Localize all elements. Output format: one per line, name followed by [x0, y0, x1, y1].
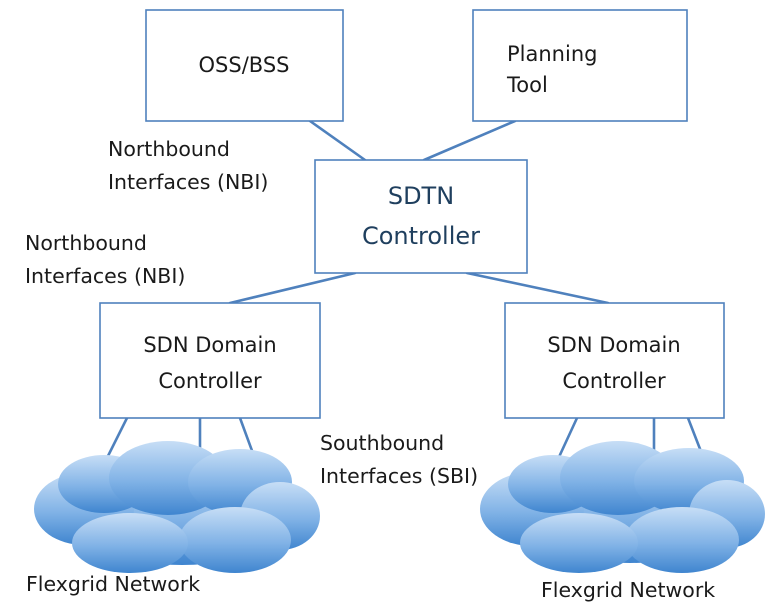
- flexgrid-network-left-cloud: [34, 441, 320, 573]
- planning-tool-box: [472, 9, 688, 122]
- edge-planning-tool-to-sdtn: [422, 119, 517, 162]
- sdn-domain-controller-left-label-line1: SDN Domain: [143, 333, 276, 357]
- sdn-domain-controller-right-label-line2: Controller: [562, 369, 666, 393]
- sdtn-controller-label-line2: Controller: [362, 222, 480, 250]
- planning-tool-label-line1: Planning: [507, 42, 597, 66]
- northbound-interfaces-upper-line1: Northbound: [108, 137, 230, 161]
- sdtn-controller-box: [314, 159, 528, 274]
- sdn-domain-controller-right-box: [504, 302, 725, 419]
- oss-bss-box: [145, 9, 344, 122]
- flexgrid-network-left-label: Flexgrid Network: [26, 572, 200, 596]
- flexgrid-network-right-label: Flexgrid Network: [541, 578, 715, 602]
- oss-bss-label: OSS/BSS: [199, 53, 290, 77]
- sdn-domain-controller-left-box: [99, 302, 321, 419]
- northbound-interfaces-lower-line1: Northbound: [25, 231, 147, 255]
- edge-sdtn-to-sdn-domain-left: [228, 271, 357, 305]
- edge-oss-bss-to-sdtn: [308, 119, 367, 162]
- planning-tool-label-line2: Tool: [506, 73, 548, 97]
- southbound-interfaces-line2: Interfaces (SBI): [320, 464, 478, 488]
- northbound-interfaces-upper-line2: Interfaces (NBI): [108, 170, 268, 194]
- northbound-interfaces-lower-line2: Interfaces (NBI): [25, 264, 185, 288]
- flexgrid-network-right-cloud: [480, 441, 765, 573]
- sdn-domain-controller-right-label-line1: SDN Domain: [547, 333, 680, 357]
- edge-sdtn-to-sdn-domain-right: [465, 271, 610, 305]
- southbound-interfaces-line1: Southbound: [320, 431, 444, 455]
- sdtn-controller-label-line1: SDTN: [388, 182, 454, 210]
- sdn-domain-controller-left-label-line2: Controller: [158, 369, 262, 393]
